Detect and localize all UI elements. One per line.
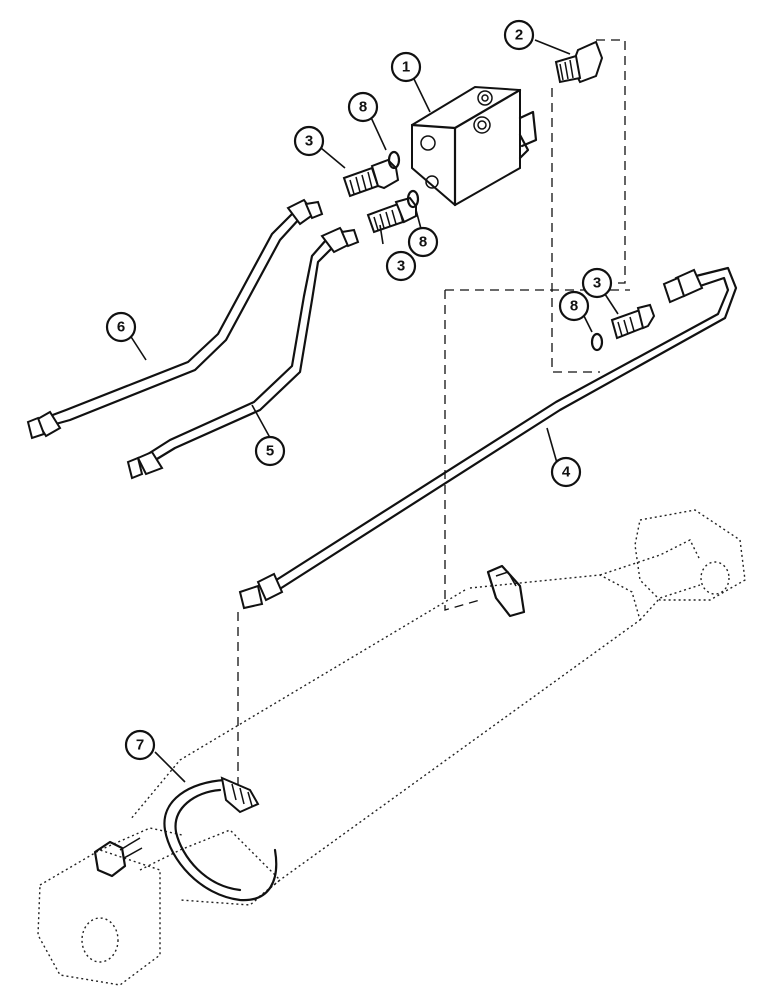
- pipe-4: [238, 266, 738, 610]
- callout-1: 1: [390, 51, 422, 83]
- callout-1-label: 1: [402, 59, 410, 76]
- callout-8-right-label: 8: [570, 298, 578, 315]
- hose-clamp: [163, 776, 278, 902]
- fitting-2: [554, 40, 604, 84]
- callout-8-upper-label: 8: [359, 99, 367, 116]
- callout-3-lower: 3: [385, 250, 417, 282]
- callout-leaders: [125, 39, 619, 783]
- callout-6: 6: [105, 311, 137, 343]
- pipe-5: [126, 226, 360, 480]
- callout-4-label: 4: [562, 464, 571, 481]
- o-rings: [387, 150, 604, 352]
- callout-4: 4: [550, 456, 582, 488]
- fitting-3-right: [610, 303, 656, 340]
- callout-7: 7: [124, 729, 156, 761]
- callout-8-lower-label: 8: [419, 234, 427, 251]
- callout-3-upper-label: 3: [305, 133, 313, 150]
- callout-8-lower: 8: [407, 226, 439, 258]
- callout-8-upper: 8: [347, 91, 379, 123]
- hydraulic-cylinder: [37, 509, 746, 986]
- callout-7-label: 7: [136, 737, 144, 754]
- valve-block: [410, 85, 538, 207]
- callout-3-lower-label: 3: [397, 258, 405, 275]
- callout-5-label: 5: [266, 443, 274, 460]
- callout-2: 2: [503, 19, 535, 51]
- callout-3-right: 3: [581, 267, 613, 299]
- pipe-6: [26, 198, 324, 440]
- callout-2-label: 2: [515, 27, 523, 44]
- fitting-3-upper: [342, 158, 400, 198]
- callout-6-label: 6: [117, 319, 125, 336]
- callout-3-upper: 3: [293, 125, 325, 157]
- callout-5: 5: [254, 435, 286, 467]
- callout-8-right: 8: [558, 290, 590, 322]
- callout-3-right-label: 3: [593, 275, 601, 292]
